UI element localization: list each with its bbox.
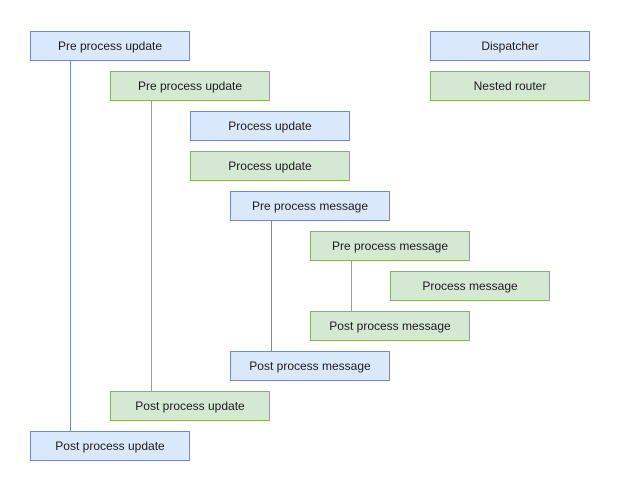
process-node[interactable]: Post process update [110,391,270,421]
process-node[interactable]: Post process update [30,431,190,461]
process-node[interactable]: Process update [190,111,350,141]
connector-line [271,221,272,351]
legend-label: Nested router [473,78,547,93]
process-node[interactable]: Pre process message [230,191,390,221]
node-label: Process message [422,278,518,293]
connector-line [351,261,352,311]
process-node[interactable]: Post process message [230,351,390,381]
node-label: Post process message [249,358,371,373]
node-label: Pre process update [137,78,243,93]
process-node[interactable]: Post process message [310,311,470,341]
node-label: Pre process update [57,38,163,53]
node-label: Process update [228,158,312,173]
connector-line [151,101,152,391]
process-node[interactable]: Process update [190,151,350,181]
process-node[interactable]: Process message [390,271,550,301]
legend-item-green[interactable]: Nested router [430,71,590,101]
process-node[interactable]: Pre process message [310,231,470,261]
process-node[interactable]: Pre process update [110,71,270,101]
legend-label: Dispatcher [481,38,539,53]
node-label: Post process update [55,438,165,453]
node-label: Post process update [135,398,245,413]
node-label: Process update [228,118,312,133]
connector-line [70,61,71,431]
node-label: Post process message [329,318,451,333]
node-label: Pre process message [331,238,449,253]
node-label: Pre process message [251,198,369,213]
process-node[interactable]: Pre process update [30,31,190,61]
legend-item-blue[interactable]: Dispatcher [430,31,590,61]
